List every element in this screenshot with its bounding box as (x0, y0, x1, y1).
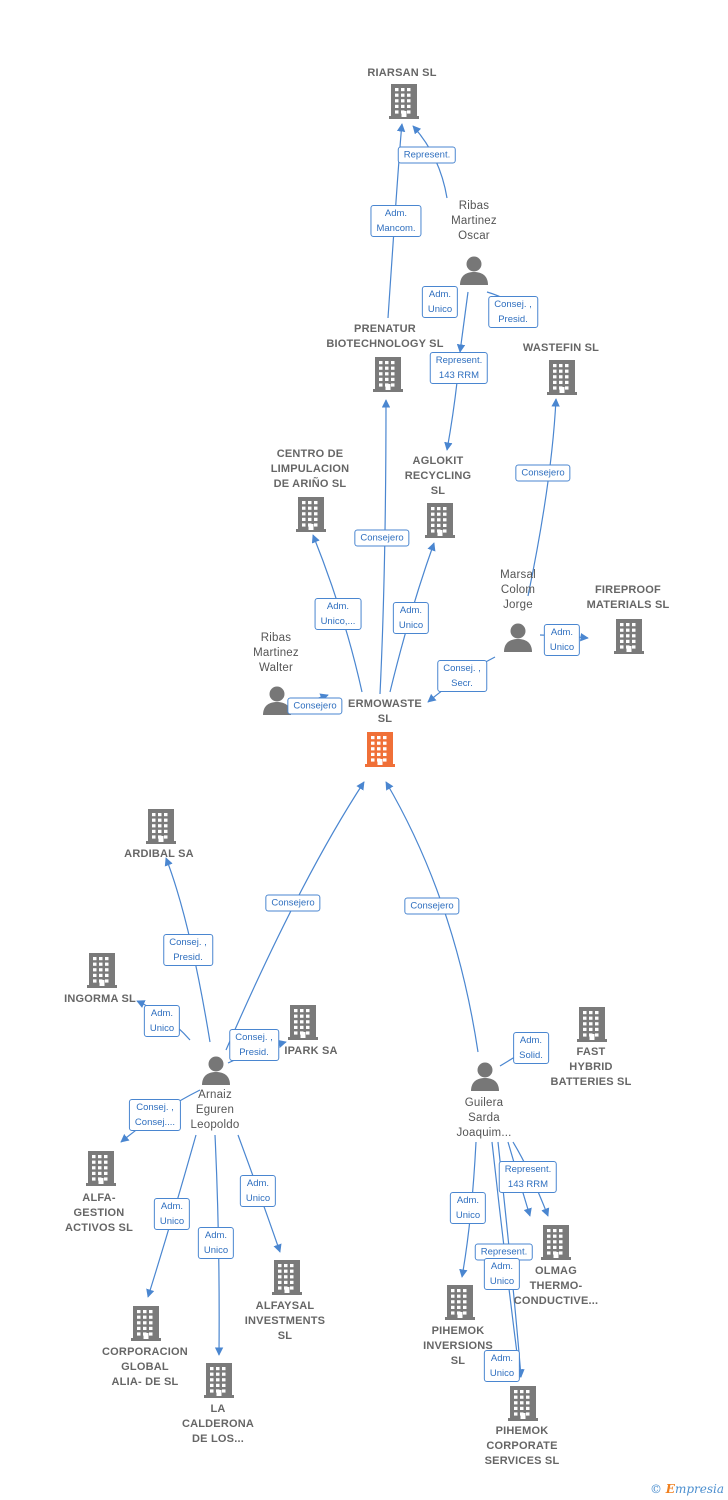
relationship-edge (527, 398, 560, 597)
relationship-label[interactable]: Adm. Unico (483, 1258, 521, 1290)
relationship-label[interactable]: Consej. , Secr. (437, 660, 487, 692)
brand-rest: mpresia (674, 1482, 724, 1496)
relationship-label[interactable]: Adm. Mancom. (370, 205, 422, 237)
relationship-label[interactable]: Represent. (397, 146, 457, 164)
company-building-icon[interactable] (203, 1362, 235, 1403)
relationship-edge (385, 781, 479, 1053)
person-name[interactable]: Ribas Martinez Walter (253, 632, 299, 674)
company-building-icon[interactable] (444, 1284, 476, 1325)
person-name[interactable]: Arnaiz Eguren Leopoldo (190, 1089, 240, 1131)
company-building-icon[interactable] (86, 952, 118, 993)
company-building-icon[interactable] (372, 356, 404, 397)
relationship-label[interactable]: Represent. 143 RRM (429, 352, 489, 384)
relationship-label[interactable]: Consejero (404, 897, 460, 915)
company-name[interactable]: IPARK SA (284, 1045, 338, 1057)
relationship-label[interactable]: Adm. Unico (483, 1350, 521, 1382)
company-building-icon[interactable] (145, 808, 177, 849)
company-building-icon[interactable] (388, 83, 420, 124)
company-name[interactable]: OLMAG THERMO- CONDUCTIVE... (513, 1265, 599, 1307)
empresia-logo[interactable]: © Empresia (650, 1482, 724, 1496)
relationship-label[interactable]: Adm. Unico (421, 286, 459, 318)
company-name[interactable]: CENTRO DE LIMPULACION DE ARIÑO SL (270, 448, 350, 490)
relationship-label[interactable]: Adm. Unico (392, 602, 430, 634)
person-name[interactable]: Marsal Colom Jorge (500, 569, 536, 611)
company-building-icon[interactable] (424, 502, 456, 543)
company-name[interactable]: ALFAYSAL INVESTMENTS SL (244, 1300, 326, 1342)
company-name[interactable]: FAST HYBRID BATTERIES SL (550, 1046, 632, 1088)
relationship-label[interactable]: Consej. , Presid. (488, 296, 538, 328)
relationship-label[interactable]: Consejero (265, 894, 321, 912)
company-name[interactable]: LA CALDERONA DE LOS... (181, 1403, 255, 1445)
relationship-label[interactable]: Consej. , Presid. (163, 934, 213, 966)
relationship-label[interactable]: Consejero (287, 697, 343, 715)
relationship-label[interactable]: Consejero (515, 464, 571, 482)
company-name[interactable]: PIHEMOK CORPORATE SERVICES SL (484, 1425, 560, 1467)
main-company-building-icon[interactable] (364, 731, 396, 772)
person-icon[interactable] (200, 1054, 232, 1091)
relationship-label[interactable]: Consejero (354, 529, 410, 547)
company-name[interactable]: FIREPROOF MATERIALS SL (586, 584, 670, 611)
company-name[interactable]: ERMOWASTE SL (348, 698, 422, 725)
person-name[interactable]: Ribas Martinez Oscar (451, 200, 497, 242)
company-building-icon[interactable] (287, 1004, 319, 1045)
relationship-edge (379, 399, 391, 695)
relationship-label[interactable]: Adm. Unico (153, 1198, 191, 1230)
relationship-label[interactable]: Adm. Unico (449, 1192, 487, 1224)
company-building-icon[interactable] (613, 618, 645, 659)
person-icon[interactable] (469, 1060, 501, 1097)
relationship-label[interactable]: Adm. Unico (543, 624, 581, 656)
relationship-label[interactable]: Consej. , Consej.... (128, 1099, 182, 1131)
company-name[interactable]: ALFA- GESTION ACTIVOS SL (64, 1192, 134, 1234)
company-name[interactable]: CORPORACION GLOBAL ALIA- DE SL (102, 1346, 188, 1388)
person-icon[interactable] (261, 684, 293, 721)
company-building-icon[interactable] (546, 359, 578, 400)
relationship-label[interactable]: Adm. Unico (239, 1175, 277, 1207)
relationship-label[interactable]: Adm. Unico,... (314, 598, 362, 630)
relationship-edge (456, 291, 469, 353)
copyright-symbol: © (649, 1482, 662, 1496)
relationship-label[interactable]: Consej. , Presid. (229, 1029, 279, 1061)
brand-e: E (665, 1482, 675, 1496)
relationship-label[interactable]: Adm. Unico (197, 1227, 235, 1259)
person-icon[interactable] (502, 621, 534, 658)
person-name[interactable]: Guilera Sarda Joaquim... (456, 1097, 512, 1139)
company-building-icon[interactable] (295, 496, 327, 537)
company-building-icon[interactable] (130, 1305, 162, 1346)
company-name[interactable]: PIHEMOK INVERSIONS SL (423, 1325, 493, 1367)
company-building-icon[interactable] (271, 1259, 303, 1300)
company-name[interactable]: AGLOKIT RECYCLING SL (404, 455, 472, 497)
person-icon[interactable] (458, 254, 490, 291)
company-name[interactable]: ARDIBAL SA (124, 848, 194, 860)
company-name[interactable]: WASTEFIN SL (522, 342, 600, 354)
company-name[interactable]: RIARSAN SL (367, 67, 437, 79)
company-name[interactable]: INGORMA SL (64, 993, 136, 1005)
company-building-icon[interactable] (576, 1006, 608, 1047)
relationship-edge (387, 123, 406, 319)
company-building-icon[interactable] (507, 1385, 539, 1426)
company-name[interactable]: PRENATUR BIOTECHNOLOGY SL (326, 323, 444, 350)
relationship-label[interactable]: Represent. 143 RRM (498, 1161, 558, 1193)
company-building-icon[interactable] (85, 1150, 117, 1191)
company-building-icon[interactable] (540, 1224, 572, 1265)
relationship-label[interactable]: Adm. Solid. (513, 1032, 549, 1064)
relationship-label[interactable]: Adm. Unico (143, 1005, 181, 1037)
